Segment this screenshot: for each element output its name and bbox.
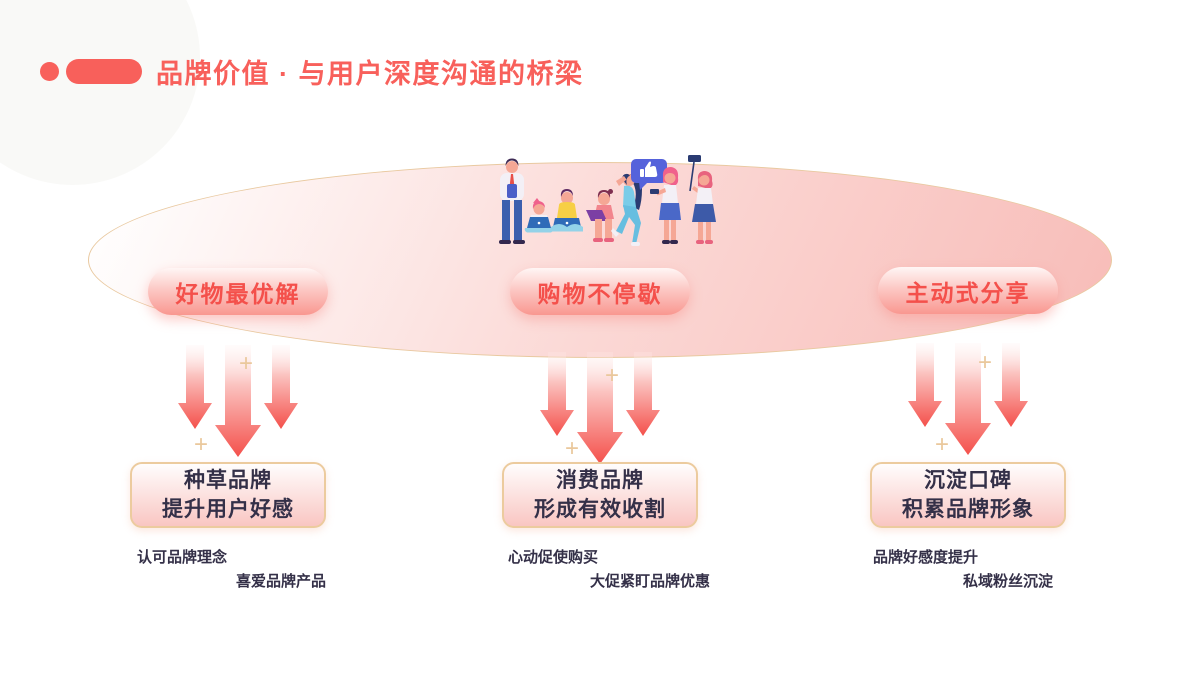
- stage-pill-2: 购物不停歇: [510, 268, 690, 315]
- result-box-3-line2: 积累品牌形象: [902, 498, 1034, 521]
- down-arrow-icon: [540, 352, 574, 436]
- arrow-group-2: [540, 352, 660, 464]
- person-sitting-yellow-shirt: [551, 189, 583, 232]
- corner-circle-decoration: [0, 0, 200, 185]
- plus-decoration: +: [935, 431, 950, 458]
- stage-pill-1: 好物最优解: [148, 268, 328, 315]
- result-box-1-line1: 种草品牌: [184, 469, 272, 492]
- note-item: 品牌好感度提升: [873, 549, 979, 566]
- result-box-2-line1: 消费品牌: [556, 469, 644, 492]
- stage-pill-3-label: 主动式分享: [905, 279, 1031, 306]
- down-arrow-icon: [945, 343, 991, 455]
- person-walking-cyan: [611, 173, 642, 246]
- down-arrow-icon: [264, 345, 298, 429]
- slide-header: 品牌价值 · 与用户深度沟通的桥梁: [40, 52, 584, 91]
- person-selfie-stick: [688, 155, 716, 244]
- result-box-3-line1: 沉淀口碑: [924, 469, 1012, 492]
- plus-decoration: +: [978, 349, 993, 376]
- team-people-illustration: [499, 155, 716, 246]
- page-title: 品牌价值 · 与用户深度沟通的桥梁: [156, 59, 584, 89]
- arrow-group-1: [178, 345, 298, 457]
- arrow-group-3: [908, 343, 1028, 455]
- note-item: 大促紧盯品牌优惠: [590, 573, 711, 590]
- down-arrow-icon: [908, 343, 942, 427]
- bullet-dot-icon: [40, 62, 59, 81]
- down-arrow-icon: [178, 345, 212, 429]
- note-item: 心动促使购买: [508, 549, 599, 566]
- plus-decoration: +: [605, 362, 620, 389]
- down-arrow-icon: [577, 352, 623, 464]
- stage-pill-3: 主动式分享: [878, 267, 1058, 314]
- stage-pill-2-label: 购物不停歇: [537, 280, 663, 307]
- note-item: 私域粉丝沉淀: [963, 573, 1054, 590]
- like-speech-bubble-icon: [631, 159, 667, 190]
- down-arrow-icon: [215, 345, 261, 457]
- result-box-2-line2: 形成有效收割: [534, 498, 666, 521]
- plus-decoration: +: [239, 350, 254, 377]
- plus-decoration: +: [194, 431, 209, 458]
- result-box-3: 沉淀口碑 积累品牌形象: [870, 462, 1066, 528]
- result-box-2: 消费品牌 形成有效收割: [502, 462, 698, 528]
- result-box-1-line2: 提升用户好感: [162, 498, 294, 521]
- down-arrow-icon: [626, 352, 660, 436]
- plus-decoration: +: [565, 435, 580, 462]
- bullet-bar-icon: [66, 59, 142, 84]
- note-item: 喜爱品牌产品: [236, 573, 327, 590]
- person-sitting-pink-hair: [524, 198, 554, 233]
- person-holding-phone: [650, 167, 681, 244]
- result-box-1: 种草品牌 提升用户好感: [130, 462, 326, 528]
- note-item: 认可品牌理念: [137, 549, 228, 566]
- stage-pill-1-label: 好物最优解: [175, 280, 301, 307]
- person-standing-man: [499, 158, 525, 244]
- person-sitting-purple-laptop: [586, 189, 614, 242]
- down-arrow-icon: [994, 343, 1028, 427]
